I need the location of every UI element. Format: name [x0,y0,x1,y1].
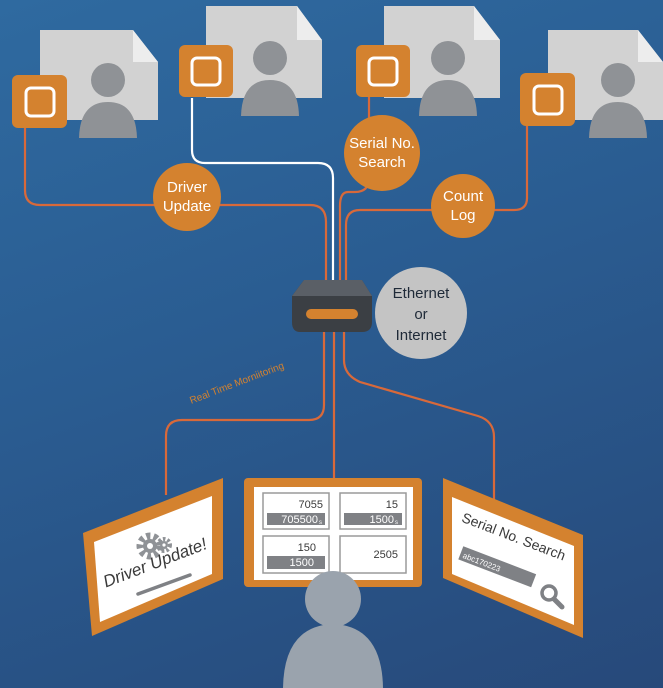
realtime-monitoring-label: Real Time Morniitoring [188,361,285,407]
gear-icon [156,537,172,553]
network-line-1: Ethernet [393,285,451,302]
device-badge-icon [179,45,233,97]
count-cell-bottom: 1500 [290,557,314,569]
bubble-serial-search: Serial No. Search [344,115,420,191]
device-badge-icon [356,45,410,97]
count-cell: 150 1500 [262,535,330,574]
person-icon [283,571,383,688]
monitor-count-log: 7055 705500 s 15 1500 s 150 1500 2505 [244,478,422,587]
bubble-count-log-line2: Log [450,207,475,224]
bubble-driver-update-line1: Driver [167,179,207,196]
person-icon [91,63,125,97]
count-cell-top: 2505 [374,549,398,561]
client-device-3 [356,6,500,116]
wire-device-2 [190,98,335,282]
progress-bar [136,573,192,596]
person-icon [601,63,635,97]
magnifier-icon [540,584,565,610]
count-cell-bottom: 1500 [370,514,394,526]
count-cell-top: 7055 [299,499,323,511]
client-device-2 [179,6,322,116]
bubble-driver-update: Driver Update [153,163,221,231]
client-device-1 [12,30,158,138]
bubble-driver-update-line2: Update [163,198,211,215]
person-icon [431,41,465,75]
bubble-count-log: Count Log [431,174,495,238]
network-line-3: Internet [396,327,448,344]
network-bubble: Ethernet or Internet [375,267,467,359]
monitor-driver-update: Driver Update! [83,478,223,636]
person-icon [253,41,287,75]
count-cell-suffix: s [319,520,322,526]
router-icon [292,280,372,332]
count-cell: 2505 [339,535,407,574]
bubble-serial-search-line1: Serial No. [349,135,415,152]
wire-monitor-left [164,332,326,495]
device-badge-icon [12,75,67,128]
bubble-serial-search-line2: Search [358,154,406,171]
count-cell-suffix: s [395,520,398,526]
count-cell: 15 1500 s [339,492,407,530]
monitor-serial-search: Serial No. Search abc170223 [443,478,583,638]
count-cell: 7055 705500 s [262,492,330,530]
count-cell-bottom: 705500 [281,514,318,526]
device-badge-icon [520,73,575,126]
network-line-2: or [414,306,427,323]
count-cell-top: 150 [298,542,316,554]
client-device-4 [520,30,663,138]
gear-icon [136,532,164,560]
wire-monitor-right [342,332,496,500]
bubble-count-log-line1: Count [443,188,484,205]
count-cell-top: 15 [386,499,398,511]
